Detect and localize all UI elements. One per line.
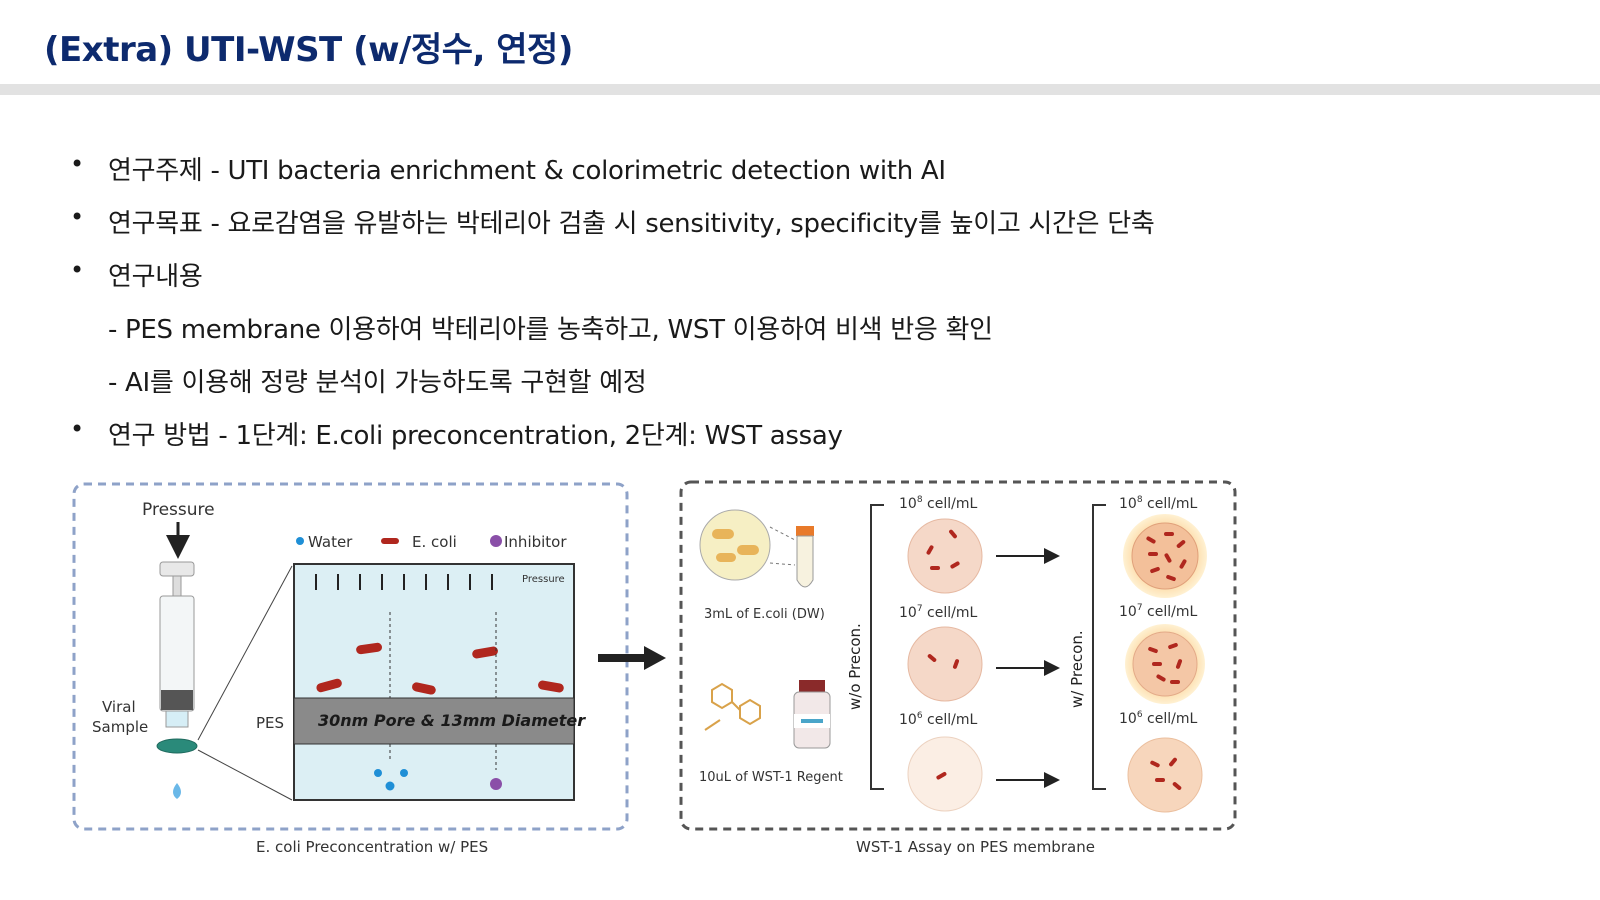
wst-volume-label: 10uL of WST-1 Regent: [699, 770, 843, 785]
conc-label-right: 108 cell/mL: [1119, 495, 1197, 512]
sample-label: Sample: [92, 718, 148, 736]
legend-ecoli: E. coli: [412, 533, 457, 551]
sub-item-ai: - AI를 이용해 정량 분석이 가능하도록 구현할 예정: [108, 368, 647, 398]
sub-item-pes: - PES membrane 이용하여 박테리아를 농축하고, WST 이용하여…: [108, 315, 993, 345]
membrane-text: 30nm Pore & 13mm Diameter: [318, 711, 586, 730]
left-caption: E. coli Preconcentration w/ PES: [256, 838, 488, 856]
bullet-goal: 연구목표 - 요로감염을 유발하는 박테리아 검출 시 sensitivity,…: [108, 209, 1155, 239]
bullet-marker: •: [70, 150, 85, 178]
legend-water: Water: [308, 533, 353, 551]
conc-label-right: 107 cell/mL: [1119, 603, 1197, 620]
conc-label-left: 108 cell/mL: [899, 495, 977, 512]
ecoli-cells: [316, 642, 564, 695]
bullet-method: 연구 방법 - 1단계: E.coli preconcentration, 2단…: [108, 421, 843, 451]
conc-label-left: 107 cell/mL: [899, 604, 977, 621]
wo-precon-label: w/o Precon.: [846, 623, 864, 710]
bullet-topic: 연구주제 - UTI bacteria enrichment & colorim…: [108, 156, 946, 186]
zoom-line: [197, 749, 293, 801]
well-w-precon-e6: [1127, 737, 1203, 813]
title-divider: [0, 84, 1600, 95]
well-w-precon-e7: [1125, 624, 1205, 704]
preconcentration-panel: [72, 482, 629, 831]
bullet-marker: •: [70, 256, 85, 284]
pes-membrane: [293, 697, 575, 745]
well-wo-precon-e6: [907, 736, 983, 812]
bullet-marker: •: [70, 203, 85, 231]
assay-panel: [679, 480, 1237, 831]
slide-title: (Extra) UTI-WST (w/정수, 연정): [44, 30, 573, 70]
pes-label: PES: [256, 714, 284, 732]
well-w-precon-e8: [1123, 514, 1207, 598]
zoom-line: [197, 565, 293, 741]
water-drops: [374, 769, 408, 791]
conc-label-left: 106 cell/mL: [899, 711, 977, 728]
inner-pressure-label: Pressure: [522, 574, 565, 585]
ecoli-icon: [381, 538, 399, 544]
ecoli-volume-label: 3mL of E.coli (DW): [704, 607, 825, 622]
bullet-marker: •: [70, 415, 85, 443]
pressure-arrows: [315, 574, 493, 590]
inhibitor-drop: [490, 778, 502, 790]
conc-label-right: 106 cell/mL: [1119, 710, 1197, 727]
well-wo-precon-e7: [907, 626, 983, 702]
ecoli-culture-icon: [699, 509, 814, 588]
water-icon: [296, 537, 304, 545]
inhibitor-icon: [490, 535, 502, 547]
pressure-label: Pressure: [142, 500, 215, 520]
bullet-content: 연구내용: [108, 262, 203, 292]
left-bracket: [870, 504, 884, 790]
legend-inhibitor: Inhibitor: [504, 533, 567, 551]
right-caption: WST-1 Assay on PES membrane: [856, 838, 1095, 856]
wst-reagent-icon: [704, 680, 831, 749]
flow-arrow-icon: [598, 646, 666, 670]
well-wo-precon-e8: [907, 518, 983, 594]
w-precon-label: w/ Precon.: [1068, 630, 1086, 708]
right-bracket: [1092, 504, 1106, 790]
viral-label: Viral: [102, 698, 136, 716]
syringe-icon: [156, 561, 198, 799]
